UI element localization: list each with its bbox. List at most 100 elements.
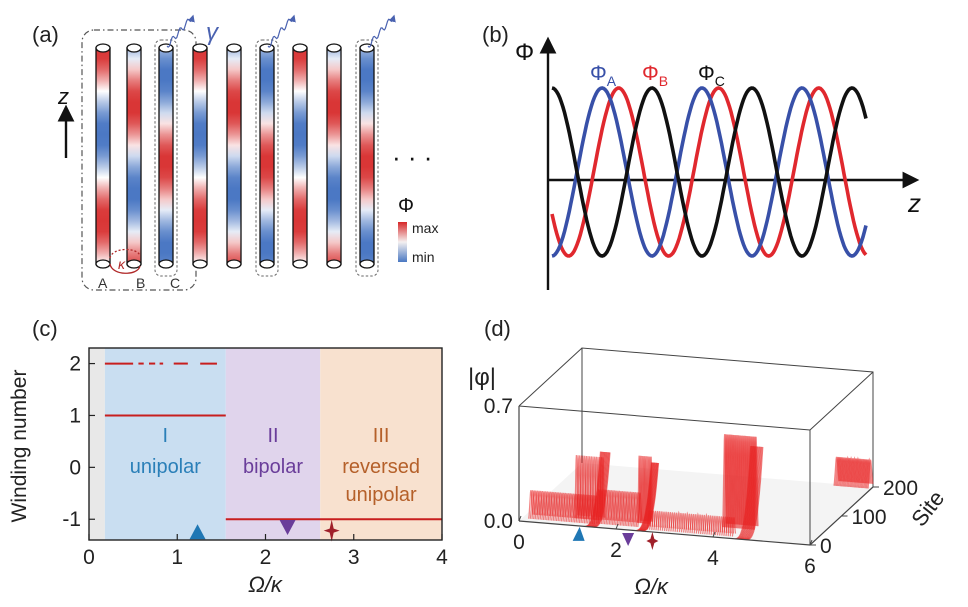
x-tick-label-c: 1 bbox=[171, 546, 183, 569]
x-tick-d bbox=[809, 539, 813, 546]
kappa-arc-lower bbox=[109, 263, 141, 274]
y-tick-label-c: 2 bbox=[69, 353, 81, 376]
mode-profile bbox=[866, 457, 873, 489]
x-tick-label-d: 4 bbox=[707, 547, 719, 570]
profile-phi-a bbox=[551, 86, 868, 258]
marker-triangle-up bbox=[189, 524, 206, 540]
ellipsis: · · · bbox=[392, 142, 432, 172]
loss-site-box bbox=[154, 39, 178, 277]
panel-b-label: (b) bbox=[482, 22, 509, 47]
phase-region bbox=[89, 348, 105, 540]
marker-star-d bbox=[646, 532, 659, 550]
phase-label-text: reversed bbox=[342, 456, 420, 478]
loss-site-box bbox=[255, 39, 279, 277]
phase-region bbox=[320, 348, 442, 540]
waveguide-top bbox=[192, 43, 208, 53]
x-tick-d bbox=[712, 531, 716, 538]
waveguide-end bbox=[359, 259, 375, 269]
z-axis-label-a: z bbox=[57, 84, 69, 109]
phi-axis-label: Φ bbox=[515, 39, 534, 66]
y-tick-label-c: -1 bbox=[62, 508, 81, 531]
panel-a: (a) γ z κ A B C · · · Φ max min bbox=[32, 14, 438, 291]
mode-profile bbox=[867, 459, 874, 489]
legend-phi-c: ΦC bbox=[698, 62, 725, 89]
x-tick-label-d: 0 bbox=[513, 531, 525, 554]
y-tick-label-c: 0 bbox=[69, 456, 81, 479]
phase-label-numeral: I bbox=[163, 425, 169, 447]
top-right-edge bbox=[809, 371, 874, 431]
back-edges bbox=[581, 347, 874, 487]
waveguide-top bbox=[158, 43, 174, 53]
x-tick-label-c: 4 bbox=[436, 546, 448, 569]
mode-profile bbox=[865, 459, 872, 489]
legend-b: ΦA ΦB ΦC bbox=[590, 62, 725, 89]
waveguide-top bbox=[359, 43, 375, 53]
y-tick-label-c: 1 bbox=[69, 404, 81, 427]
loss-wave bbox=[166, 14, 195, 48]
markers-d bbox=[572, 526, 659, 550]
phase-label-text: bipolar bbox=[243, 456, 303, 478]
waveguide-end bbox=[292, 259, 308, 269]
marker-triangle-down bbox=[279, 520, 296, 536]
kappa-label: κ bbox=[118, 256, 126, 272]
waveguide-top bbox=[292, 43, 308, 53]
x-tick-label-c: 3 bbox=[348, 546, 360, 569]
site-tick-label: 200 bbox=[883, 477, 918, 500]
x-tick-label-d: 6 bbox=[804, 555, 816, 578]
marker-triangle-up-d bbox=[572, 526, 585, 541]
kappa-arc-upper bbox=[109, 248, 141, 259]
site-tick-label: 0 bbox=[820, 535, 832, 558]
top-front-edge bbox=[518, 405, 811, 431]
waveguide-end bbox=[158, 259, 174, 269]
x-axis-label-d: Ω/κ bbox=[634, 574, 669, 599]
x-tick-label-c: 0 bbox=[83, 546, 95, 569]
phase-markers bbox=[189, 519, 340, 542]
waveguide-tube bbox=[292, 47, 308, 265]
loss-wave bbox=[267, 14, 296, 48]
x-axis-label-c: Ω/κ bbox=[248, 572, 283, 597]
phase-label-numeral: III bbox=[373, 425, 390, 447]
colorbar-title: Φ bbox=[398, 195, 414, 217]
marker-star bbox=[323, 519, 340, 542]
unit-cell-box bbox=[81, 29, 197, 291]
legend-phi-b: ΦB bbox=[642, 62, 668, 89]
colorbar-min-label: min bbox=[412, 249, 435, 265]
x-tick-label-d: 2 bbox=[610, 539, 622, 562]
x-tick-d bbox=[615, 523, 619, 530]
top-left-edge bbox=[518, 347, 583, 407]
y-axis-label-c: Winding number bbox=[8, 370, 31, 523]
site-label-b: B bbox=[136, 275, 145, 291]
waveguide-end bbox=[192, 259, 208, 269]
waveguide-tube bbox=[326, 47, 342, 265]
gamma-label: γ bbox=[206, 19, 220, 46]
legend-phi-a: ΦA bbox=[590, 62, 617, 89]
colorbar bbox=[398, 222, 407, 262]
z-tick-label-d: 0.7 bbox=[484, 395, 513, 418]
marker-triangle-down-d bbox=[622, 533, 635, 546]
mode-profile bbox=[642, 462, 660, 532]
waveguide-array bbox=[95, 39, 379, 277]
loss-wave bbox=[367, 14, 396, 48]
site-tick-label: 100 bbox=[852, 506, 887, 529]
waveguide-tube bbox=[126, 47, 142, 265]
site-label-c: C bbox=[170, 275, 180, 291]
phase-regions bbox=[89, 348, 442, 540]
phase-label-text: unipolar bbox=[130, 456, 202, 478]
waveguide-top bbox=[226, 43, 242, 53]
panel-c-label: (c) bbox=[32, 316, 58, 341]
phase-label-numeral: II bbox=[267, 425, 278, 447]
waveguide-end bbox=[95, 259, 111, 269]
profile-phi-b bbox=[550, 86, 868, 258]
waveguide-end bbox=[226, 259, 242, 269]
winding-lines bbox=[104, 362, 442, 521]
waveguide-top bbox=[95, 43, 111, 53]
panel-b: (b) Φ z ΦA ΦB ΦC bbox=[482, 22, 921, 290]
mode-profiles bbox=[528, 434, 874, 541]
panel-c: (c) IunipolarIIbipolarIIIreversedunipola… bbox=[8, 316, 448, 597]
loss-waves bbox=[166, 14, 396, 48]
z-axis-label-d: |φ| bbox=[468, 364, 496, 391]
